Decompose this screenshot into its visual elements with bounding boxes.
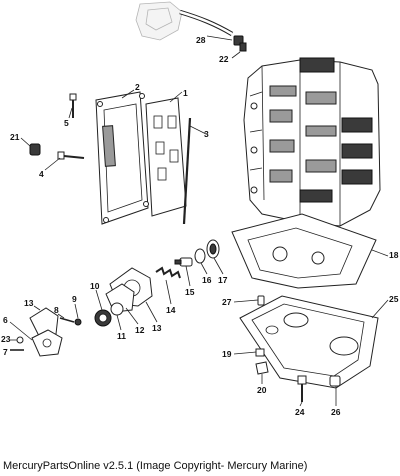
callout-14: 14 bbox=[166, 305, 176, 315]
callout-4: 4 bbox=[39, 169, 44, 179]
callout-17: 17 bbox=[218, 275, 228, 285]
callout-11: 11 bbox=[117, 331, 126, 341]
part-8-screw bbox=[59, 317, 75, 323]
part-28-hose bbox=[179, 9, 234, 36]
part-1-gasket bbox=[145, 97, 187, 217]
callout-18: 18 bbox=[389, 250, 399, 260]
part-17-seal bbox=[206, 239, 220, 259]
callout-28: 28 bbox=[196, 35, 206, 45]
part-10-diaphragm bbox=[94, 309, 112, 327]
part-20-nut bbox=[255, 361, 269, 375]
callout-labels: 28 22 2 1 3 5 21 4 18 25 27 19 20 24 26 … bbox=[1, 35, 399, 417]
callout-2: 2 bbox=[135, 82, 140, 92]
part-27-dowel bbox=[257, 295, 265, 306]
part-25-adapter-plate bbox=[239, 295, 379, 389]
callout-9: 9 bbox=[72, 294, 77, 304]
part-16-washer bbox=[194, 248, 206, 264]
callout-1: 1 bbox=[183, 88, 188, 98]
callout-24: 24 bbox=[295, 407, 305, 417]
part-22-elbow-fitting bbox=[233, 35, 247, 52]
callout-19: 19 bbox=[222, 349, 232, 359]
callout-20: 20 bbox=[257, 385, 267, 395]
callout-26: 26 bbox=[331, 407, 341, 417]
callout-10: 10 bbox=[90, 281, 100, 291]
part-26-cap bbox=[329, 375, 341, 387]
callout-5: 5 bbox=[64, 118, 69, 128]
part-19-clip bbox=[255, 348, 265, 357]
part-5-bolt bbox=[69, 93, 77, 118]
callout-22: 22 bbox=[219, 54, 229, 64]
part-18-gasket bbox=[231, 213, 377, 289]
part-14-spring bbox=[155, 266, 181, 279]
callout-12: 12 bbox=[135, 325, 145, 335]
callout-25: 25 bbox=[389, 294, 399, 304]
callout-16: 16 bbox=[202, 275, 212, 285]
image-caption: MercuryPartsOnline v2.5.1 (Image Copyrig… bbox=[3, 460, 308, 472]
background-assembly bbox=[135, 1, 183, 41]
part-24-bolt bbox=[297, 375, 307, 402]
callout-23: 23 bbox=[1, 334, 11, 344]
part-9-washer bbox=[74, 318, 82, 326]
part-21-grommet bbox=[29, 143, 41, 156]
callout-15: 15 bbox=[185, 287, 195, 297]
part-15-valve bbox=[174, 257, 193, 267]
part-3-rod bbox=[182, 117, 192, 225]
callout-21: 21 bbox=[10, 132, 20, 142]
part-11-seal bbox=[110, 302, 124, 316]
callout-8: 8 bbox=[54, 305, 59, 315]
part-4-bolt bbox=[57, 151, 85, 160]
part-23-washer bbox=[16, 336, 24, 344]
callout-7: 7 bbox=[3, 347, 8, 357]
callout-13-right: 13 bbox=[152, 323, 162, 333]
cylinder-block bbox=[243, 57, 381, 227]
part-2-cover-plate bbox=[95, 91, 149, 225]
callout-3: 3 bbox=[204, 129, 209, 139]
part-6-plate bbox=[31, 329, 63, 357]
callout-6: 6 bbox=[3, 315, 8, 325]
callout-27: 27 bbox=[222, 297, 232, 307]
leader-lines bbox=[9, 35, 389, 407]
callout-13-left: 13 bbox=[24, 298, 34, 308]
